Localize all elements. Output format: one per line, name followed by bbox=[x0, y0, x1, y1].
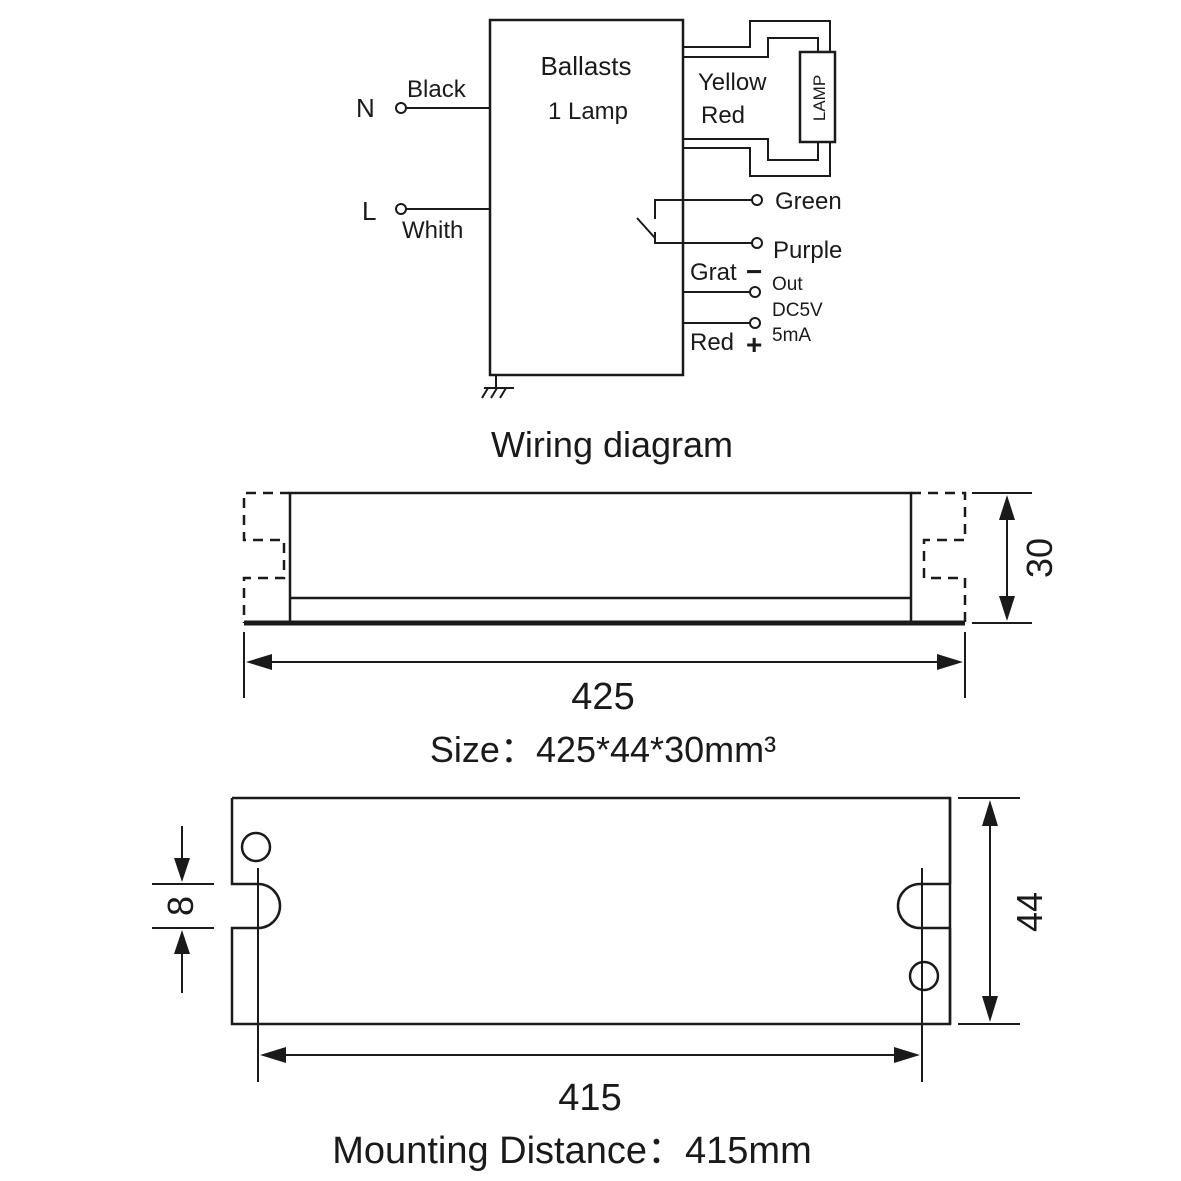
mount-caption: Mounting Distance：415mm bbox=[332, 1130, 811, 1172]
size-caption: Size：425*44*30mm³ bbox=[430, 729, 776, 770]
right-mount-hole bbox=[908, 960, 940, 992]
n-label: N bbox=[356, 93, 375, 123]
green-wire-label: Green bbox=[775, 188, 842, 215]
length-dimension: 425 bbox=[243, 632, 966, 718]
top-view: 8 44 415 Mounting Distance：415mm bbox=[152, 796, 1050, 1172]
slot-value: 8 bbox=[160, 896, 201, 916]
side-view: 30 425 Size：425*44*30mm³ bbox=[242, 491, 1060, 770]
ballast-title: Ballasts bbox=[540, 51, 631, 81]
wiring-diagram: Ballasts 1 Lamp N Black L Whith bbox=[356, 18, 842, 465]
mount-dimension: 415 bbox=[260, 1047, 920, 1119]
height-value: 30 bbox=[1019, 538, 1060, 578]
l-label: L bbox=[362, 196, 376, 226]
left-mount-hole bbox=[240, 831, 272, 863]
out-label: Out bbox=[772, 274, 803, 295]
dc-output: Grat − Red + Out DC5V 5mA bbox=[683, 256, 823, 360]
width-value: 44 bbox=[1009, 892, 1050, 932]
left-mount-tab bbox=[242, 491, 290, 623]
lamp-label: LAMP bbox=[810, 75, 829, 121]
white-wire-label: Whith bbox=[402, 217, 463, 244]
minus-sign: − bbox=[746, 256, 762, 287]
ground-symbol bbox=[481, 375, 514, 399]
mount-caption-value: 415mm bbox=[685, 1130, 812, 1172]
right-mount-tab bbox=[911, 491, 967, 623]
l-terminal: L Whith bbox=[362, 196, 490, 244]
plus-sign: + bbox=[746, 329, 762, 360]
n-terminal: N Black bbox=[356, 76, 490, 123]
lamp-tube bbox=[798, 50, 837, 144]
yellow-wire-label: Yellow bbox=[698, 69, 767, 96]
grat-wire-label: Grat bbox=[690, 259, 737, 286]
mount-caption-prefix: Mounting Distance bbox=[332, 1130, 647, 1172]
side-body bbox=[288, 491, 913, 625]
wiring-caption: Wiring diagram bbox=[491, 424, 733, 465]
current-label: 5mA bbox=[772, 325, 811, 346]
dc-voltage-label: DC5V bbox=[772, 300, 823, 321]
black-wire-label: Black bbox=[407, 76, 467, 103]
purple-wire-label: Purple bbox=[773, 237, 842, 264]
height-dimension: 30 bbox=[972, 492, 1060, 624]
ballast-subtitle: 1 Lamp bbox=[548, 98, 628, 125]
top-body bbox=[230, 796, 952, 1026]
lamp-wiring: LAMP Yellow Red bbox=[683, 20, 837, 177]
width-dimension: 44 bbox=[958, 797, 1050, 1025]
mount-caption-separator: ： bbox=[647, 1130, 685, 1172]
length-value: 425 bbox=[571, 676, 634, 718]
ballast-box bbox=[488, 18, 685, 377]
red-wire-label: Red bbox=[701, 102, 745, 129]
slot-dimension: 8 bbox=[152, 826, 214, 993]
dimming-switch: Green Purple bbox=[636, 188, 842, 264]
red-plus-wire-label: Red bbox=[690, 329, 734, 356]
mount-value: 415 bbox=[558, 1077, 621, 1119]
